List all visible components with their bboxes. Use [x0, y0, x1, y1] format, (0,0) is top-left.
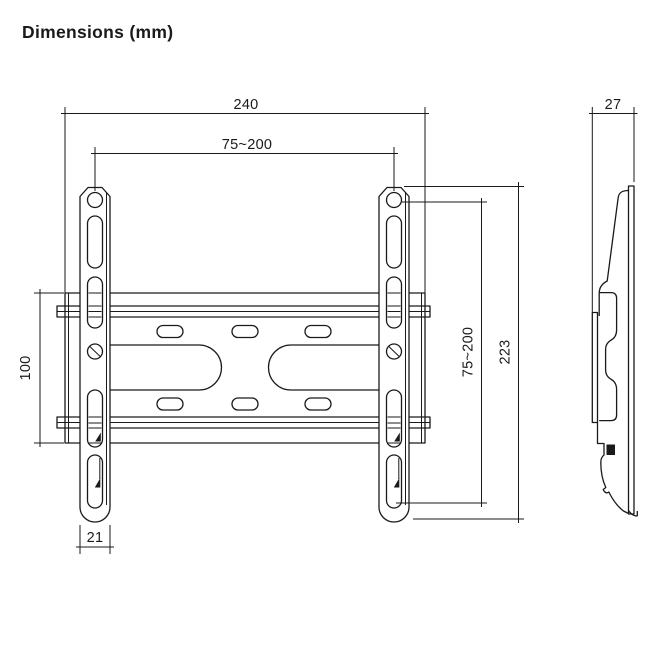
dim-hole-spacing-height: 75~200: [396, 198, 487, 507]
side-view: [591, 185, 638, 517]
right-rail: [378, 186, 410, 523]
dim-label-hole-spacing-width: 75~200: [222, 137, 273, 153]
side-rail-face: [591, 311, 599, 424]
dim-side-depth: 27: [589, 97, 638, 312]
plate-slot: [156, 324, 184, 339]
plate-slot: [304, 324, 332, 339]
dimensions: 240 75~200 100 75~200 223 21: [18, 97, 638, 554]
plate-slot: [304, 397, 332, 411]
dim-label-overall-width: 240: [233, 97, 258, 113]
dim-rail-width: 21: [76, 525, 114, 554]
dim-label-rail-width: 21: [87, 530, 104, 546]
dim-overall-height: 223: [404, 182, 524, 523]
plate-slot: [231, 397, 259, 411]
wall-plate: [56, 292, 431, 444]
left-rail: [79, 186, 111, 523]
dim-plate-height: 100: [18, 289, 64, 447]
plate-slot: [231, 324, 259, 339]
drawing-title: Dimensions (mm): [22, 22, 174, 42]
side-wall-plate: [627, 185, 635, 515]
dim-label-plate-height: 100: [18, 355, 34, 380]
dim-hole-spacing-width: 75~200: [91, 137, 398, 191]
plate-cutout-left: [108, 344, 223, 391]
dim-label-side-depth: 27: [605, 97, 622, 113]
front-view: [56, 186, 431, 523]
side-spacer-block: [606, 444, 615, 455]
dim-label-hole-spacing-height: 75~200: [461, 327, 477, 378]
dim-overall-width: 240: [61, 97, 429, 293]
plate-slot: [156, 397, 184, 411]
plate-cutout-right: [267, 344, 382, 391]
dim-label-overall-height: 223: [498, 339, 514, 364]
